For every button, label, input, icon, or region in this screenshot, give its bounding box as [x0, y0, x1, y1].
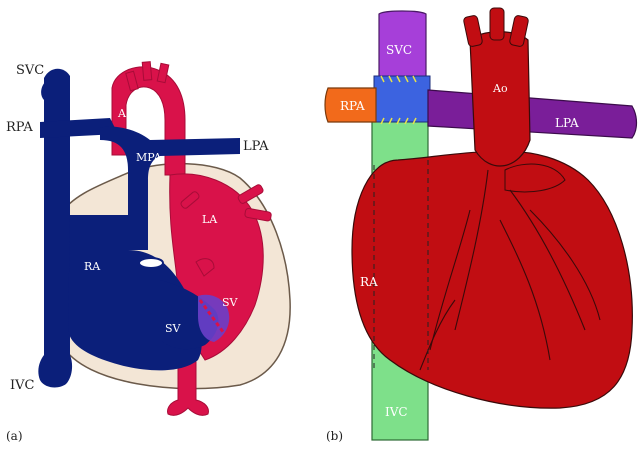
- lpa-tube: [428, 90, 637, 138]
- label-rpa-a: RPA: [6, 120, 33, 135]
- label-ivc-b: IVC: [385, 405, 408, 419]
- label-la-a: LA: [202, 213, 218, 226]
- label-ao-a: Ao: [117, 107, 133, 120]
- label-mpa-a: MPA: [136, 151, 163, 164]
- label-lpa-a: LPA: [243, 139, 269, 154]
- label-rpa-b: RPA: [340, 99, 365, 113]
- label-svc-b: SVC: [386, 43, 412, 57]
- label-svc-a: SVC: [16, 63, 44, 78]
- panel-b: SVC RPA Ao LPA RA IVC (b): [325, 8, 637, 443]
- label-ra-b: RA: [360, 275, 378, 289]
- valve: [139, 258, 163, 268]
- panel-label-b: (b): [326, 429, 343, 443]
- vena-cava: [38, 70, 72, 388]
- label-sv-red-a: SV: [222, 296, 239, 309]
- label-lpa-b: LPA: [555, 116, 579, 130]
- aorta: [470, 32, 530, 166]
- anastomosis: [374, 76, 430, 122]
- panel-a: SVC RPA IVC LPA Ao MPA LA RA SV SV (a): [6, 62, 290, 443]
- panel-label-a: (a): [6, 429, 23, 443]
- label-ra-a: RA: [84, 260, 101, 273]
- label-ao-b: Ao: [492, 82, 508, 95]
- label-sv-blue-a: SV: [165, 322, 182, 335]
- label-ivc-a: IVC: [10, 378, 35, 393]
